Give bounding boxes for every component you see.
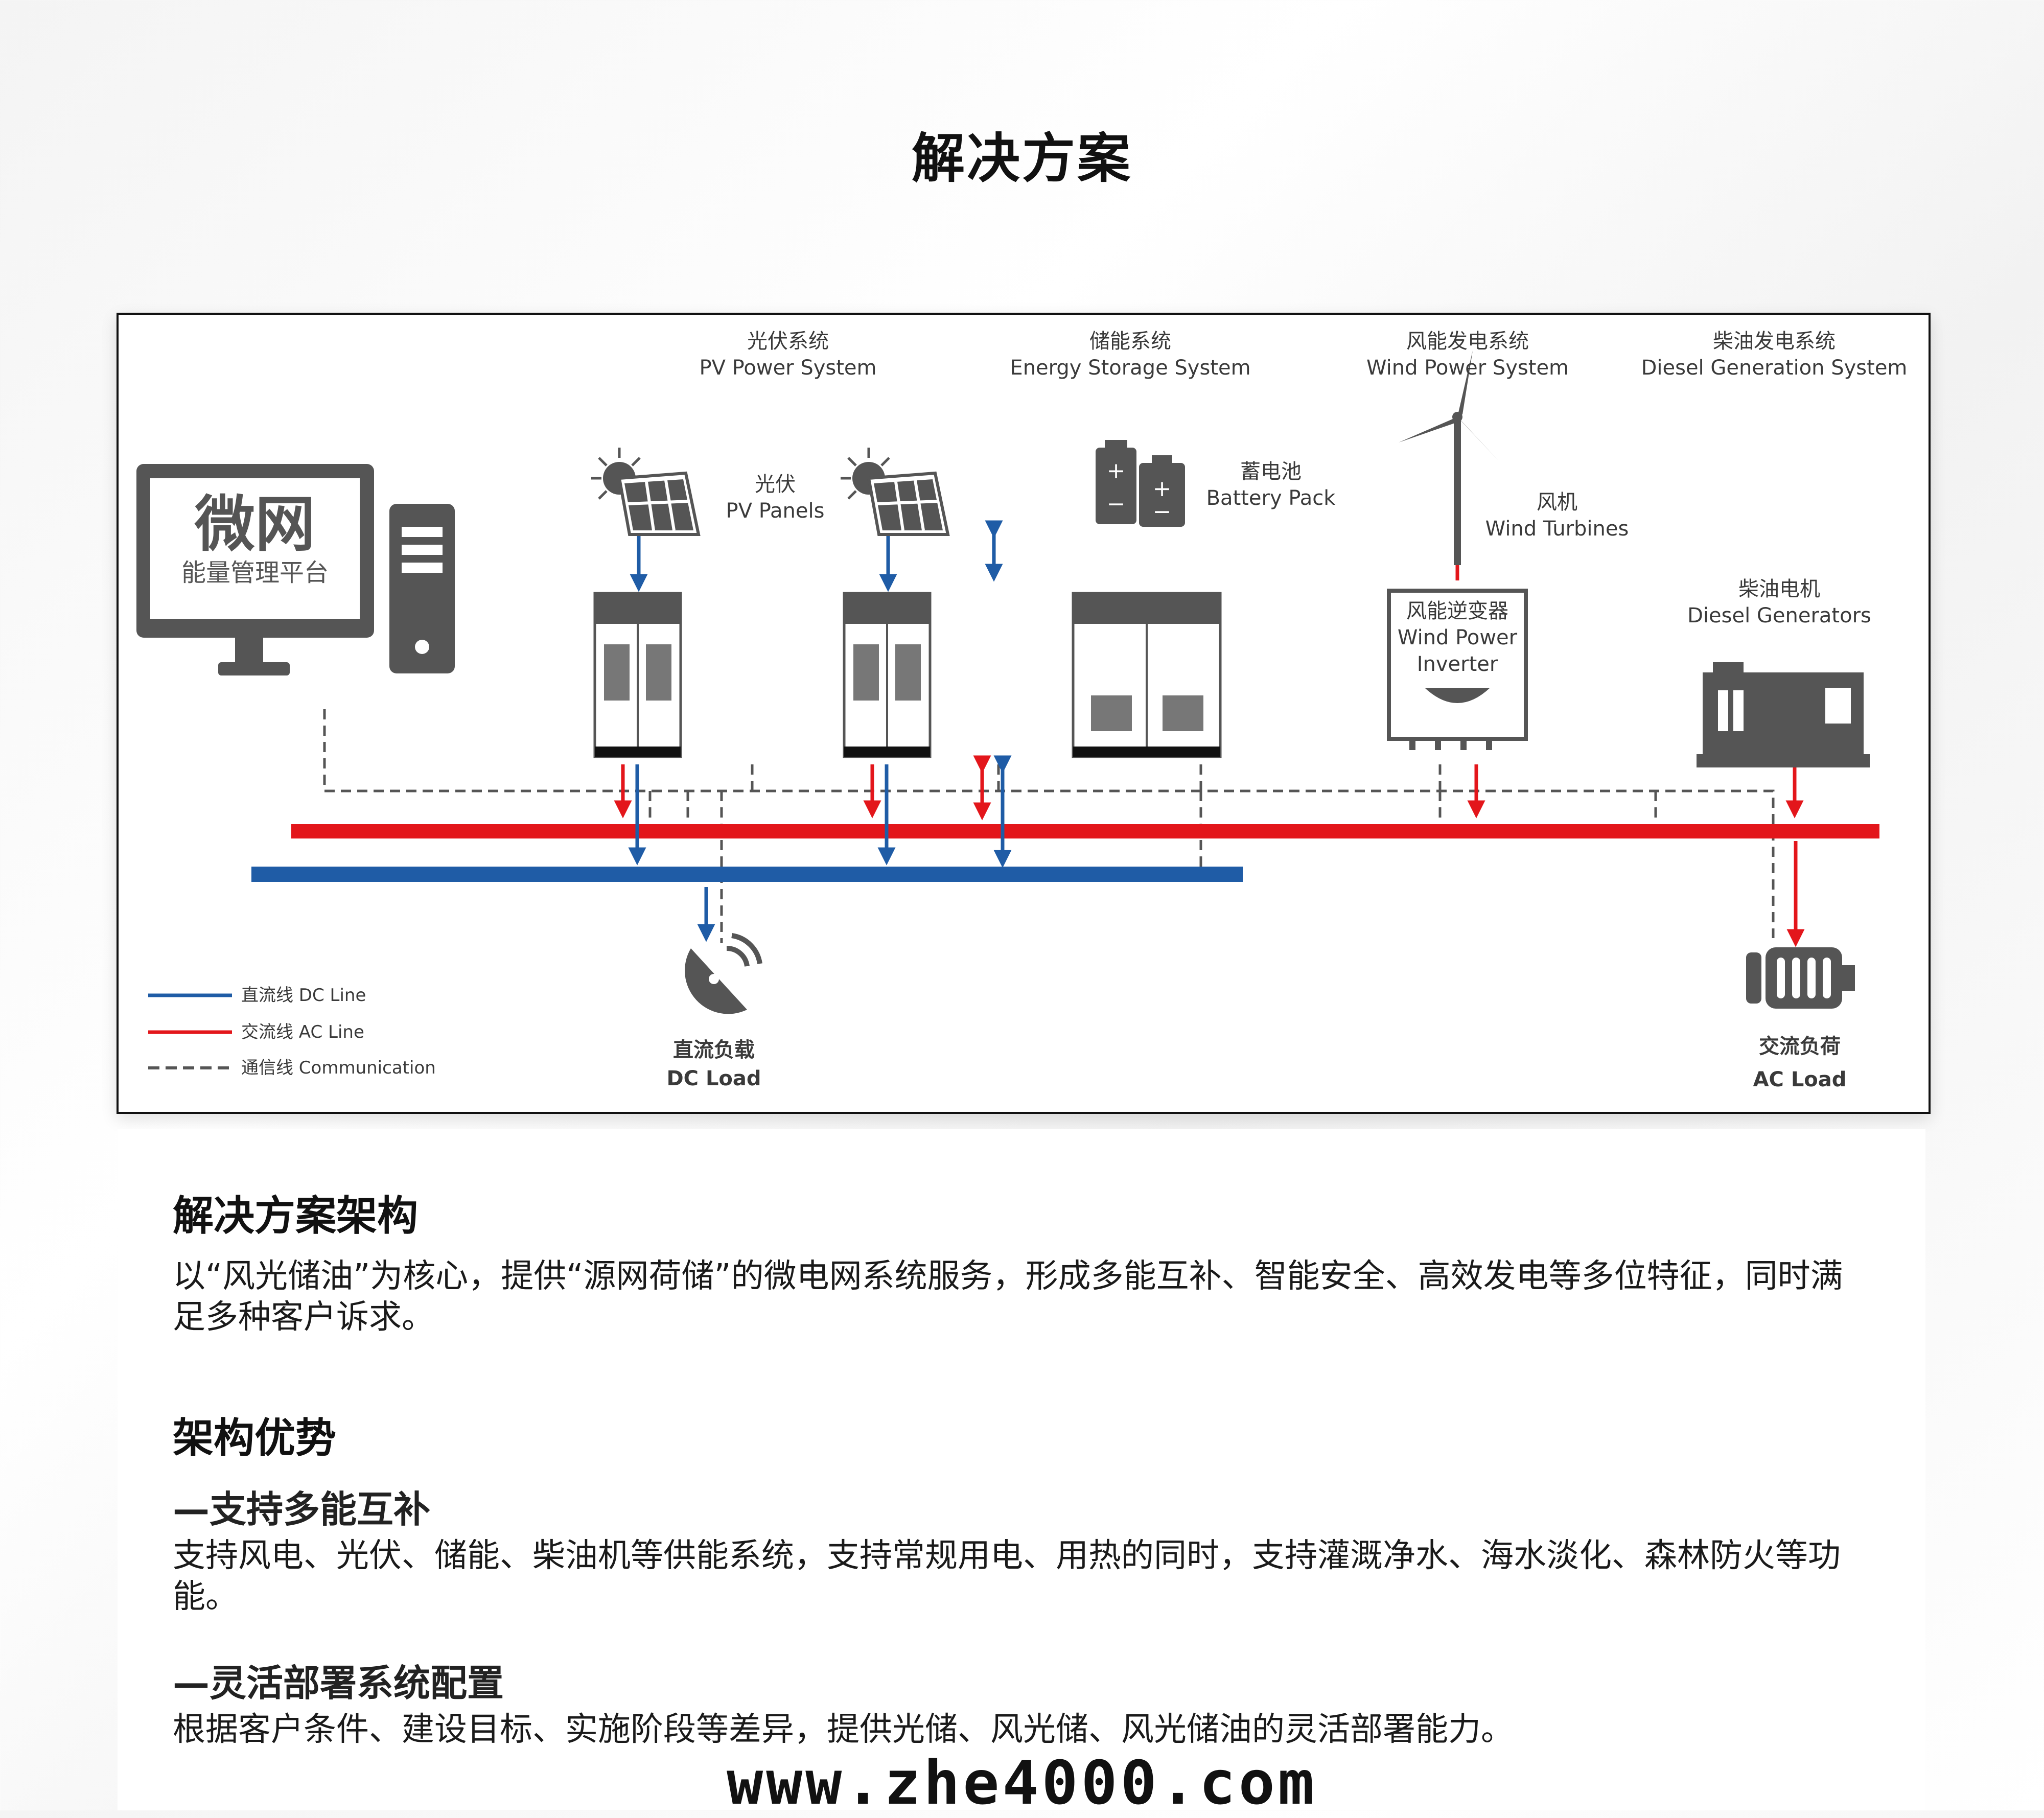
battery-en: Battery Pack: [1206, 486, 1336, 510]
pv-converter-icon-1: [593, 592, 682, 758]
svg-text:−: −: [1153, 499, 1172, 525]
svg-text:−: −: [1107, 491, 1126, 517]
solar-panel-icon-2: [841, 448, 950, 536]
pc-tower-icon: [389, 504, 455, 673]
dc-load-cn: 直流负载: [673, 1038, 755, 1062]
pv-system-en: PV Power System: [699, 356, 877, 380]
page-title: 解决方案: [911, 127, 1132, 190]
inverter-line3: Inverter: [1416, 652, 1498, 676]
content-card: 解决方案架构 以“风光储油”为核心，提供“源网荷储”的微电网系统服务，形成多能互…: [118, 1129, 1925, 1810]
wind-turbine-icon: [1399, 351, 1498, 565]
inverter-line2: Wind Power: [1397, 626, 1518, 649]
wind-turbine-en: Wind Turbines: [1485, 517, 1629, 541]
storage-cabinet-icon: [1072, 592, 1222, 758]
pv-panels-cn: 光伏: [755, 473, 796, 496]
advantage-title-multi-energy: —支持多能互补: [173, 1488, 431, 1531]
platform-subtitle: 能量管理平台: [181, 558, 329, 587]
dc-load-en: DC Load: [666, 1067, 761, 1090]
legend-lines: [148, 993, 232, 1069]
diesel-gen-cn: 柴油电机: [1738, 577, 1820, 601]
pv1-arrows: [614, 534, 648, 866]
diesel-generator-icon: [1697, 662, 1870, 767]
wind-inverter-icon: [1387, 589, 1528, 750]
advantage-body-flexible-deploy: 根据客户条件、建设目标、实施阶段等差异，提供光储、风光储、风光储油的灵活部署能力…: [173, 1711, 1514, 1749]
svg-text:+: +: [1153, 476, 1172, 502]
ac-load-cn: 交流负荷: [1759, 1035, 1841, 1058]
ac-load-icon: [1746, 947, 1855, 1009]
battery-cn: 蓄电池: [1240, 460, 1302, 483]
advantage-body-multi-energy: 支持风电、光伏、储能、柴油机等供能系统，支持常规用电、用热的同时，支持灌溉净水、…: [173, 1537, 1841, 1616]
diagram-graphics: + − + −: [136, 351, 1879, 1069]
watermark-text: www.zhe4000.com: [727, 1747, 1317, 1818]
legend-comm: 通信线 Communication: [241, 1058, 436, 1078]
svg-text:+: +: [1107, 458, 1126, 484]
ac-load-en: AC Load: [1753, 1068, 1847, 1091]
diesel-arrows: [1785, 764, 1805, 947]
diesel-gen-en: Diesel Generators: [1687, 604, 1871, 627]
inverter-line1: 风能逆变器: [1406, 599, 1508, 623]
storage-system-cn: 储能系统: [1089, 330, 1171, 353]
dc-load-icon: [685, 933, 762, 1014]
architecture-description: 以“风光储油”为核心，提供“源网荷储”的微电网系统服务，形成多能互补、智能安全、…: [173, 1257, 1843, 1336]
monitor-icon: [136, 464, 374, 675]
diesel-system-cn: 柴油发电系统: [1713, 330, 1836, 353]
wind-system-en: Wind Power System: [1366, 356, 1569, 380]
storage-system-en: Energy Storage System: [1010, 356, 1251, 380]
dc-bus: [251, 867, 1243, 882]
advantage-title-flexible-deploy: —灵活部署系统配置: [173, 1662, 504, 1705]
wind-system-cn: 风能发电系统: [1406, 330, 1529, 353]
wind-turbine-cn: 风机: [1537, 491, 1577, 514]
pv-panels-en: PV Panels: [726, 499, 825, 523]
pv-converter-icon-2: [843, 592, 932, 758]
ac-bus: [291, 824, 1879, 838]
legend-dc: 直流线 DC Line: [241, 985, 366, 1006]
solar-panel-icon-1: [591, 448, 701, 536]
legend-ac: 交流线 AC Line: [241, 1022, 364, 1042]
battery-pack-icon: + − + −: [1096, 440, 1185, 527]
section-heading-advantages: 架构优势: [173, 1414, 336, 1462]
section-heading-architecture: 解决方案架构: [173, 1192, 418, 1240]
microgrid-diagram: + − + −: [117, 313, 1931, 1114]
diesel-system-en: Diesel Generation System: [1641, 356, 1908, 380]
platform-title: 微网: [194, 489, 315, 560]
pv2-arrows: [863, 534, 897, 866]
pv-system-cn: 光伏系统: [747, 330, 829, 353]
storage-arrows: [973, 520, 1012, 868]
